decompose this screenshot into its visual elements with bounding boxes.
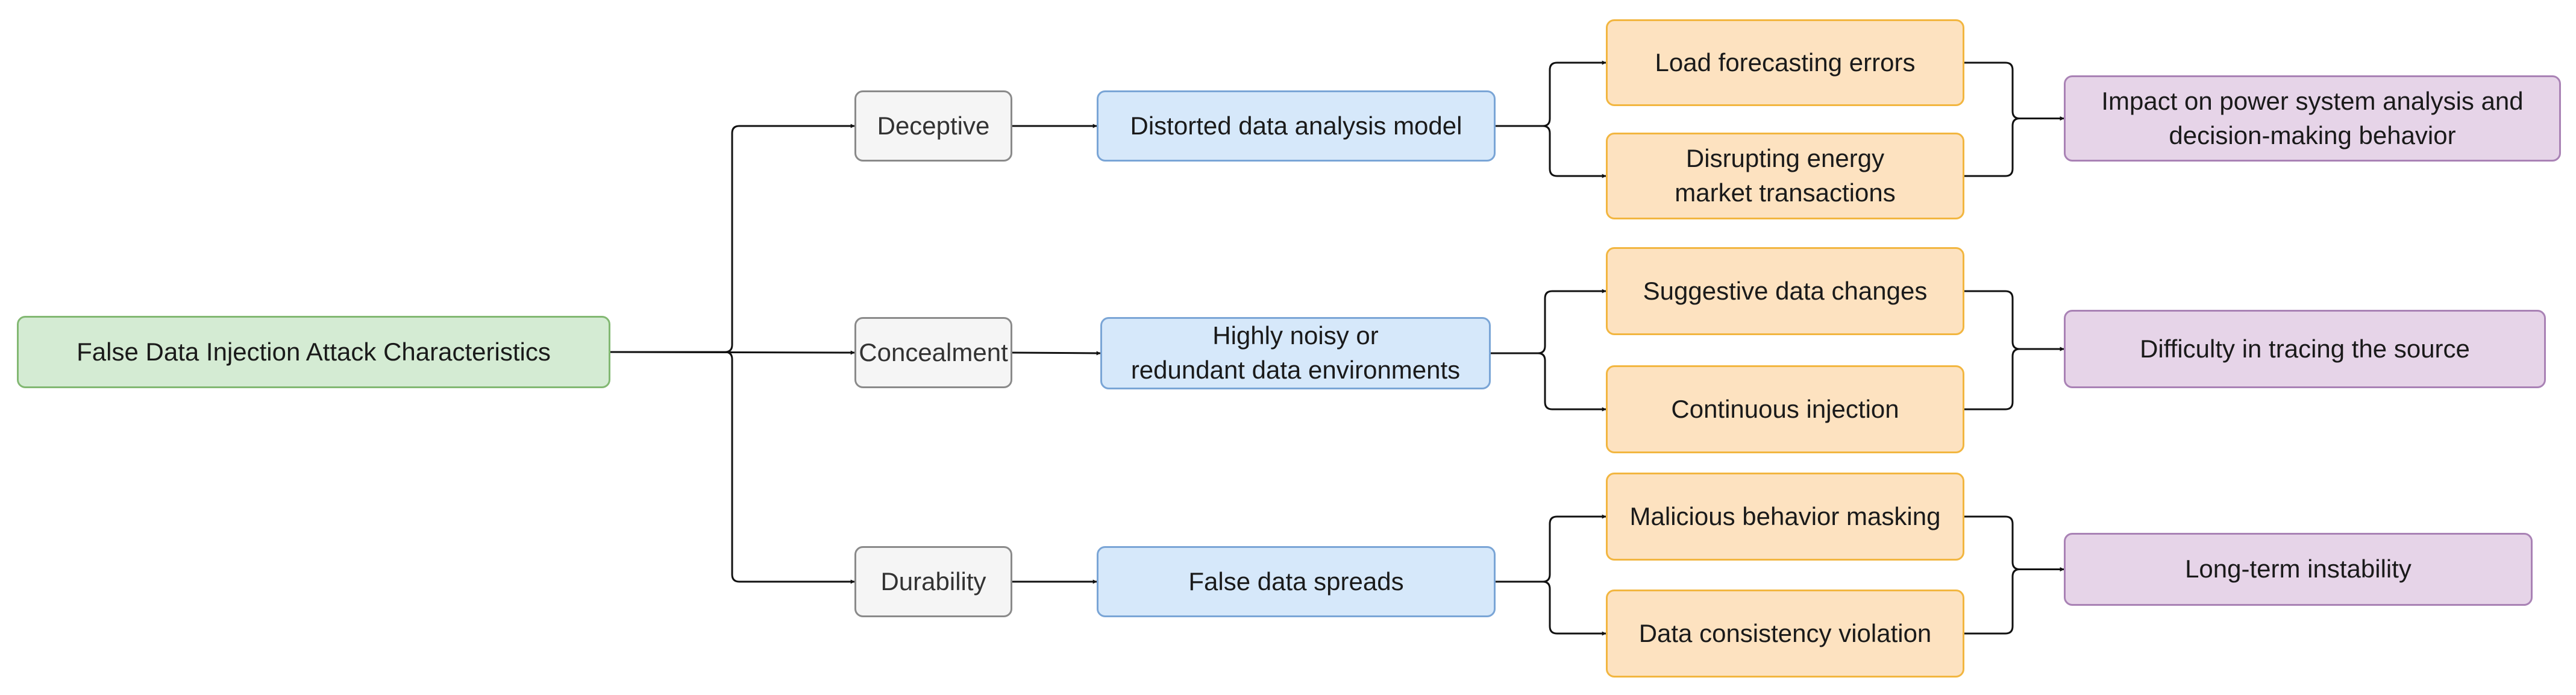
effect-to-outcome-connector <box>1964 116 2064 177</box>
mechanism-to-effect-connector <box>1496 60 1606 127</box>
effect-node-continuous-injection: Continuous injection <box>1606 365 1964 453</box>
trait-node-durability: Durability <box>854 546 1012 617</box>
effect-label: Data consistency violation <box>1638 618 1932 647</box>
root-to-trait-connector <box>610 351 855 584</box>
mechanism-to-effect-connector <box>1496 514 1606 583</box>
trait-node-concealment: Concealment <box>854 317 1012 388</box>
effect-to-outcome-connector <box>1964 347 2064 410</box>
mechanism-to-effect-connector <box>1496 125 1606 178</box>
outcome-label: Impact on power system analysis and deci… <box>2101 86 2524 149</box>
mechanism-label: False data spreads <box>1188 567 1404 596</box>
effect-to-outcome-connector <box>1964 515 2064 571</box>
effect-node-suggestive-changes: Suggestive data changes <box>1606 247 1964 335</box>
outcome-label: Difficulty in tracing the source <box>2140 334 2470 363</box>
mechanism-node-false-data-spreads: False data spreads <box>1097 546 1496 617</box>
trait-label: Durability <box>880 567 986 596</box>
mechanism-node-distorted-model: Distorted data analysis model <box>1097 90 1496 162</box>
effect-node-behavior-masking: Malicious behavior masking <box>1606 473 1964 561</box>
effect-to-outcome-connector <box>1964 290 2064 351</box>
root-node: False Data Injection Attack Characterist… <box>17 316 610 388</box>
mechanism-node-noisy-environments: Highly noisy or redundant data environme… <box>1100 317 1491 389</box>
trait-node-deceptive: Deceptive <box>854 90 1012 162</box>
mechanism-to-effect-connector <box>1496 580 1606 636</box>
effect-node-load-forecasting: Load forecasting errors <box>1606 19 1964 106</box>
effect-label: Continuous injection <box>1671 394 1899 423</box>
root-to-trait-connector <box>610 124 855 353</box>
effect-label: Load forecasting errors <box>1655 48 1916 77</box>
mechanism-label: Distorted data analysis model <box>1130 111 1462 140</box>
mechanism-to-effect-connector <box>1491 352 1606 412</box>
trait-label: Deceptive <box>877 111 990 140</box>
outcome-node-long-term-instability: Long-term instability <box>2064 533 2533 606</box>
outcome-label: Long-term instability <box>2185 555 2411 583</box>
effect-node-consistency-violation: Data consistency violation <box>1606 590 1964 678</box>
outcome-node-system-impact: Impact on power system analysis and deci… <box>2064 75 2561 162</box>
root-label: False Data Injection Attack Characterist… <box>77 337 551 366</box>
effect-label: Suggestive data changes <box>1643 276 1928 305</box>
effect-to-outcome-connector <box>1964 567 2064 635</box>
trait-label: Concealment <box>859 338 1008 366</box>
effect-label: Malicious behavior masking <box>1629 502 1941 530</box>
mechanism-label: Highly noisy or redundant data environme… <box>1130 321 1461 384</box>
outcome-node-tracing-difficulty: Difficulty in tracing the source <box>2064 310 2546 388</box>
effect-to-outcome-connector <box>1964 61 2064 121</box>
effect-label: Disrupting energy market transactions <box>1675 144 1896 207</box>
effect-node-energy-market: Disrupting energy market transactions <box>1606 133 1964 219</box>
mechanism-to-effect-connector <box>1491 289 1606 354</box>
